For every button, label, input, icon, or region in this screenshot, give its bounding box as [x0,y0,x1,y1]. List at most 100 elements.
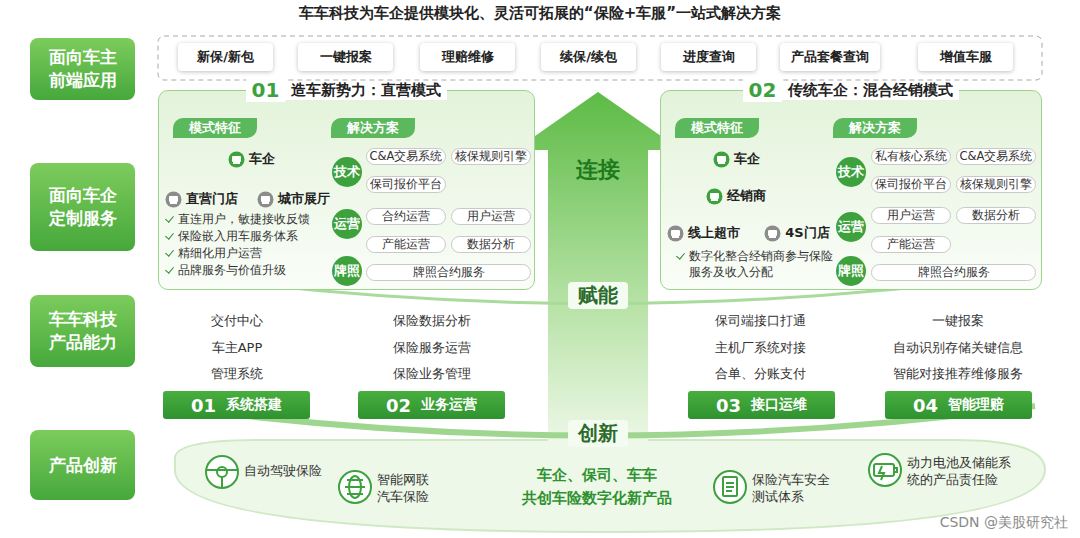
entity-node: 城市展厅 [251,189,335,209]
capability-item: 车主APP [177,339,297,357]
section-tag: 模式特征 [675,118,759,138]
entity-icon [228,151,245,168]
solution-pill: 核保规则引擎 [451,148,531,165]
panel-number: 01 [246,78,286,102]
node-text: 面向车企定制服务 [42,184,123,230]
section-tag: 解决方案 [331,118,415,138]
node-text: 模式特征 [691,120,743,137]
node-text: 运营 [838,218,864,236]
node-text: 产品套餐查询 [791,48,869,66]
node-text: 保司报价平台 [370,177,442,192]
capability-item: 一键报案 [880,312,1036,330]
entity-node: 4S门店 [759,223,835,243]
app-item: 产品套餐查询 [780,43,880,71]
capability-item: 智能对接推荐维修服务 [880,365,1036,383]
capability-bar: 01系统搭建 [163,391,310,419]
solution-pill: 核保规则引擎 [956,176,1036,193]
row-label: 面向车主前端应用 [30,38,135,100]
node-text: 进度查询 [683,48,735,66]
node-text: 模式特征 [189,120,241,137]
node-text: 产能运营 [382,237,430,252]
entity-node: 经销商 [699,185,773,207]
capability-bar: 04 智能理赔 [885,391,1032,419]
category-circle: 技术 [332,157,362,187]
watermark: CSDN @美股研究社 [888,514,1068,532]
solution-pill: 保司报价平台 [871,176,951,193]
node-text: 一键报案 [320,48,372,66]
node-text: 新保/新包 [197,48,254,66]
capability-item: 自动识别存储关键信息 [880,339,1036,357]
feature-item: 数字化整合经销商参与保险服务及收入分配 [676,248,838,280]
bar-title: 智能理赔 [948,396,1004,414]
solution-pill: 数据分析 [451,236,531,253]
entity-node: 车企 [219,148,283,170]
app-item: 理赔维修 [420,43,515,71]
node-text: 私有核心系统 [875,149,947,164]
node-text: 经销商 [727,187,766,205]
entity-icon [257,191,274,208]
dashed-frame [158,36,1042,80]
node-text: 增值车服 [940,48,992,66]
bar-title: 接口运维 [751,396,807,414]
node-text: 用户运营 [467,209,515,224]
node-text: 城市展厅 [278,190,330,208]
solution-pill: 用户运营 [871,207,951,224]
solution-pill: 牌照合约服务 [366,264,531,281]
entity-icon [764,225,781,242]
solution-pill: 保司报价平台 [366,176,446,193]
node-text: 理赔维修 [442,48,494,66]
capability-item: 管理系统 [177,365,297,383]
entity-node: 车企 [704,148,768,170]
innovation-item: 智能网联汽车保险 [377,472,441,506]
node-text: 牌照合约服务 [413,265,485,280]
app-item: 续保/续包 [541,43,636,71]
node-text: 牌照 [838,262,864,280]
node-text: 4S门店 [785,224,829,242]
category-circle: 牌照 [836,256,866,286]
capability-bar: 02 业务运营 [358,391,505,419]
solution-pill: 合约运营 [366,208,446,225]
section-tag: 解决方案 [833,118,917,138]
app-item: 一键报案 [298,43,393,71]
node-text: C&A交易系统 [370,149,443,164]
node-text: 核保规则引擎 [960,177,1032,192]
entity-node: 直营门店 [159,189,243,209]
bar-number: 02 [386,395,411,416]
node-text: 解决方案 [347,120,399,137]
solution-pill: C&A交易系统 [366,148,446,165]
node-text: 产品创新 [49,454,117,477]
row-label: 车车科技产品能力 [30,295,135,367]
node-text: 牌照合约服务 [918,265,990,280]
bar-title: 业务运营 [421,396,477,414]
panel-number: 02 [743,78,783,102]
node-text: 牌照 [334,262,360,280]
node-text: 运营 [334,215,360,233]
entity-icon [667,225,684,242]
category-circle: 运营 [332,209,362,239]
solution-pill: 用户运营 [451,208,531,225]
node-text: 数据分析 [467,237,515,252]
node-text: 数据分析 [972,208,1020,223]
diagram-title: 车车科技为车企提供模块化、灵活可拓展的“保险+车服”一站式解决方案 [0,4,1080,23]
innovation-item: 动力电池及储能系统的产品责任险 [907,455,1021,489]
innovation-item: 自动驾驶保险 [244,463,344,480]
app-item: 进度查询 [661,43,756,71]
panel-title: 传统车企：混合经销模式 [782,81,959,100]
innovation-bowl [175,440,1045,532]
capability-item: 合单、分账支付 [690,365,830,383]
solution-pill: 数据分析 [956,207,1036,224]
feature-item: 品牌服务与价值升级 [165,262,335,278]
bar-number: 01 [191,395,216,416]
entity-icon [165,191,182,208]
capability-item: 保险数据分析 [372,312,492,330]
capability-item: 保险业务管理 [372,365,492,383]
solution-pill: 产能运营 [366,236,446,253]
panel-title: 造车新势力：直营模式 [285,81,447,100]
capability-item: 保司端接口打通 [690,312,830,330]
bar-number: 04 [913,395,938,416]
flow-word: 赋能 [568,282,628,309]
section-tag: 模式特征 [173,118,257,138]
panel-heading: 01造车新势力：直营模式 [159,78,534,102]
solution-pill: 牌照合约服务 [871,264,1036,281]
solution-pill: C&A交易系统 [956,148,1036,165]
